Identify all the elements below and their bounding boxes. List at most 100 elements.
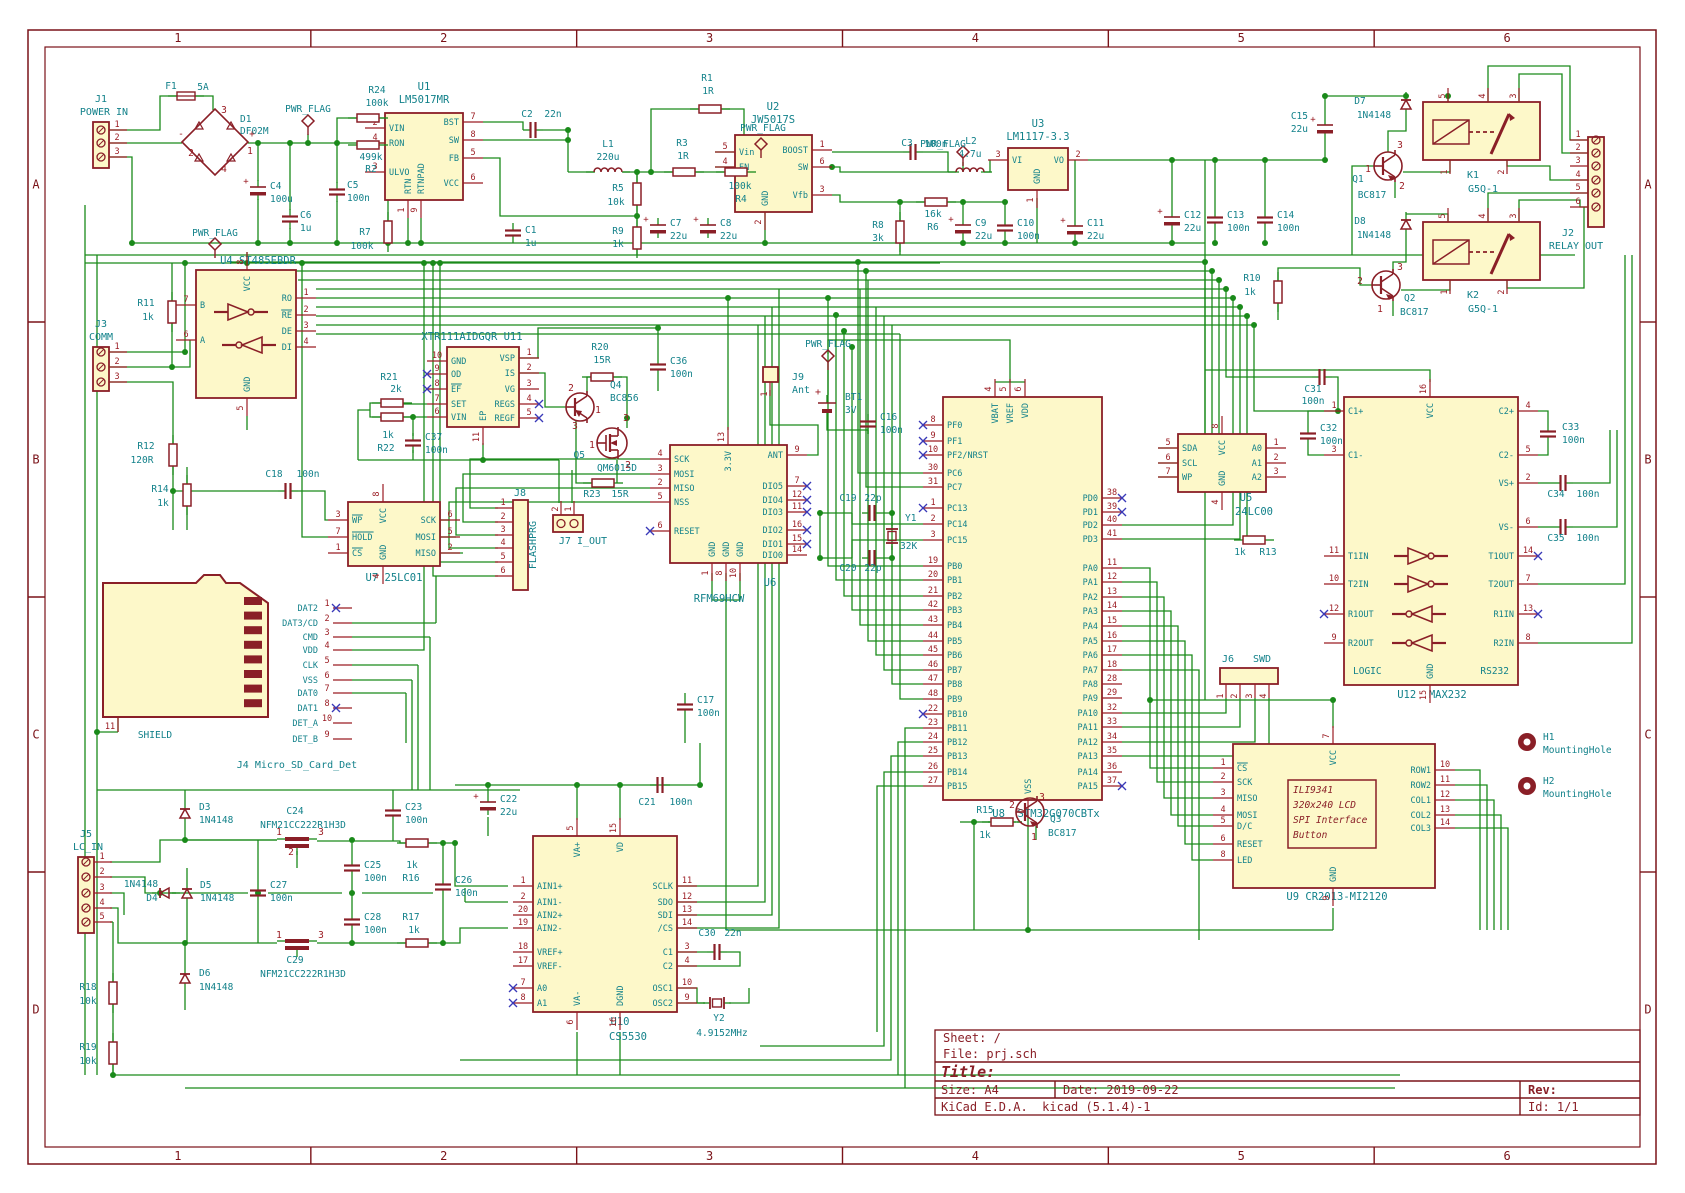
part-Y2[interactable]: Y24.9152MHz [696,997,748,1039]
part-PWR_FLAG2[interactable]: PWR_FLAG [192,228,238,258]
part-L2[interactable]: L24.7u [948,136,992,173]
ic-U7[interactable]: U7 25LC013WP7HOLD1CS6SCK5MOSI2MISO8VCC4G… [328,484,460,584]
part-PWR_FLAG5[interactable]: PWR_FLAG [805,339,851,370]
ic-U8[interactable]: U8 STM32G070CBTx4VBAT5VREF6VDD7VSS8PF09P… [918,379,1127,820]
part-PWR_FLAG3[interactable]: PWR_FLAG [740,123,786,158]
ic-U6[interactable]: U6RFM69HCW4SCK3MOSI2MISO5NSS6RESET133.3V… [645,427,812,605]
ic-U11[interactable]: XTR111AIDGQR U1110GND9OD8EF7SET6VIN1VSP2… [421,331,544,445]
ic-U10[interactable]: U10CS55305VA+15VD6VA-16DGND1AIN1+2AIN1-2… [508,818,697,1043]
part-PWR_FLAG4[interactable]: PWR_FLAG [920,139,971,166]
